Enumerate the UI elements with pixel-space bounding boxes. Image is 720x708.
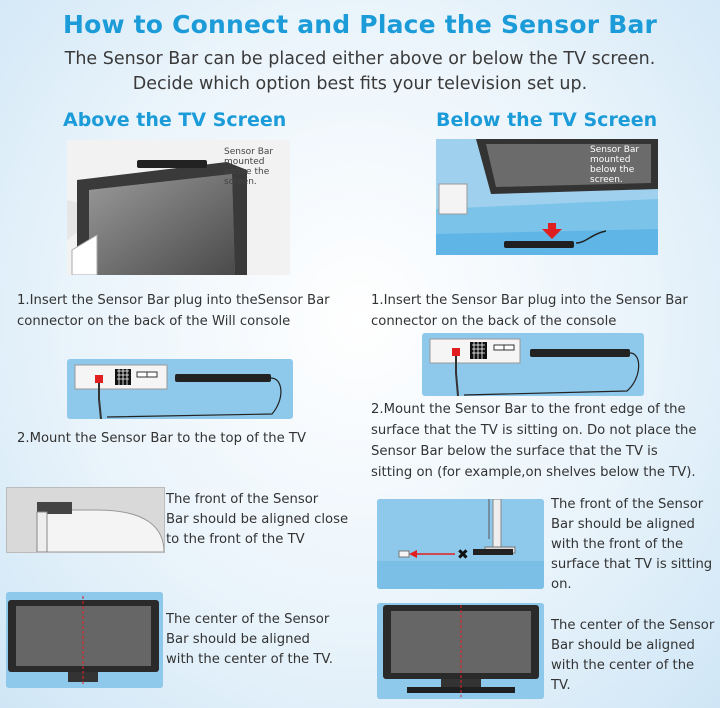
tv-front-left (6, 592, 163, 688)
heading-above-tv: Above the TV Screen (63, 109, 287, 131)
tv-front-right (377, 603, 544, 699)
heading-below-tv: Below the TV Screen (436, 109, 658, 131)
x-mark-icon: ✖ (457, 547, 469, 563)
console-connector-icon (429, 338, 640, 396)
red-arrow-icon (542, 223, 562, 239)
console-icon (438, 183, 468, 215)
sensor-bar-icon (137, 160, 207, 168)
tv-side-view-icon (7, 488, 164, 552)
step1-right: 1.Insert the Sensor Bar plug into the Se… (371, 293, 688, 329)
sensor-bar-icon (530, 349, 630, 357)
console-diagram-right (422, 333, 644, 396)
side-view-left (6, 487, 165, 553)
console-diagram-left (67, 359, 293, 419)
subtitle-line-2: Decide which option best fits your telev… (132, 74, 588, 94)
console-connector-icon (74, 364, 282, 419)
page-title: How to Connect and Place the Sensor Bar (62, 10, 658, 39)
sensor-bar-icon (504, 241, 574, 248)
tv-shelf-side-icon: ✖ (377, 499, 544, 589)
step2-left: 2.Mount the Sensor Bar to the top of the… (17, 431, 306, 446)
tv-above-illustration-icon (67, 140, 290, 275)
tv-front-icon (6, 592, 163, 688)
side-view-right: ✖ (377, 499, 544, 589)
tv-below-illustration-icon (436, 139, 658, 255)
step2-right: 2.Mount the Sensor Bar to the front edge… (371, 402, 697, 480)
tv-front-icon (377, 603, 544, 699)
red-arrow-icon (409, 550, 417, 558)
sensor-bar-icon (175, 374, 271, 382)
step1-left: 1.Insert the Sensor Bar plug into theSen… (17, 293, 330, 329)
subtitle-line-1: The Sensor Bar can be placed either abov… (64, 49, 656, 69)
